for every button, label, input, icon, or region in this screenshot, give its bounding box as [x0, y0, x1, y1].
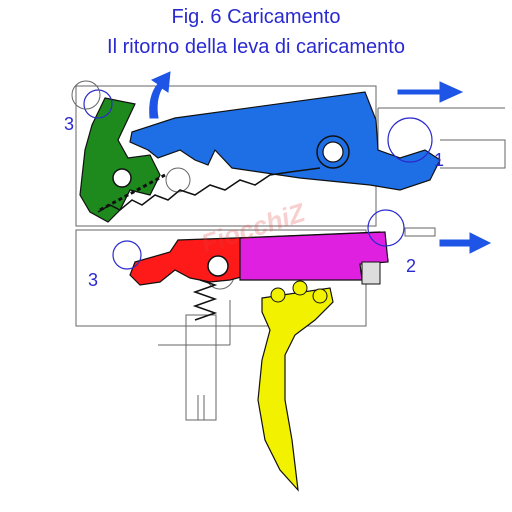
link-spring — [97, 167, 321, 213]
blue-cocking-lever — [129, 91, 441, 191]
highlight-circle-2 — [367, 209, 405, 247]
figure-subtitle: Il ritorno della leva di caricamento — [107, 36, 405, 58]
plunger-outline — [185, 314, 217, 421]
spring-guide-plate — [158, 300, 231, 346]
highlight-circle-1 — [387, 117, 433, 163]
trigger-spring — [192, 279, 218, 321]
highlight-circle-3-top — [83, 89, 113, 119]
pin-hole-left — [165, 167, 191, 193]
highlight-circle-3-bottom — [112, 240, 142, 270]
gray-circle-top-left — [71, 80, 101, 110]
blue-lever-pivot-inner — [322, 141, 344, 163]
label-3-top: 3 — [64, 114, 74, 134]
label-1: 1 — [434, 150, 444, 170]
figure-title: Fig. 6 Caricamento — [171, 6, 341, 28]
green-sear — [79, 97, 161, 223]
arrow-right-top — [397, 81, 464, 103]
label-2: 2 — [406, 256, 416, 276]
magenta-sliding-block — [239, 231, 389, 281]
trigger-knob-1 — [270, 287, 286, 303]
green-sear-pin — [112, 168, 132, 188]
arrow-right-middle — [439, 232, 492, 254]
trigger-knob-2 — [292, 280, 308, 296]
dashed-arm — [99, 173, 166, 212]
red-lever-pivot — [207, 255, 229, 277]
screw-outline — [404, 227, 436, 237]
yellow-trigger — [257, 287, 334, 492]
trigger-knob-3 — [312, 288, 328, 304]
adjustment-screw — [361, 261, 381, 285]
arrow-up-curved — [149, 71, 171, 119]
label-3-bottom: 3 — [88, 270, 98, 290]
